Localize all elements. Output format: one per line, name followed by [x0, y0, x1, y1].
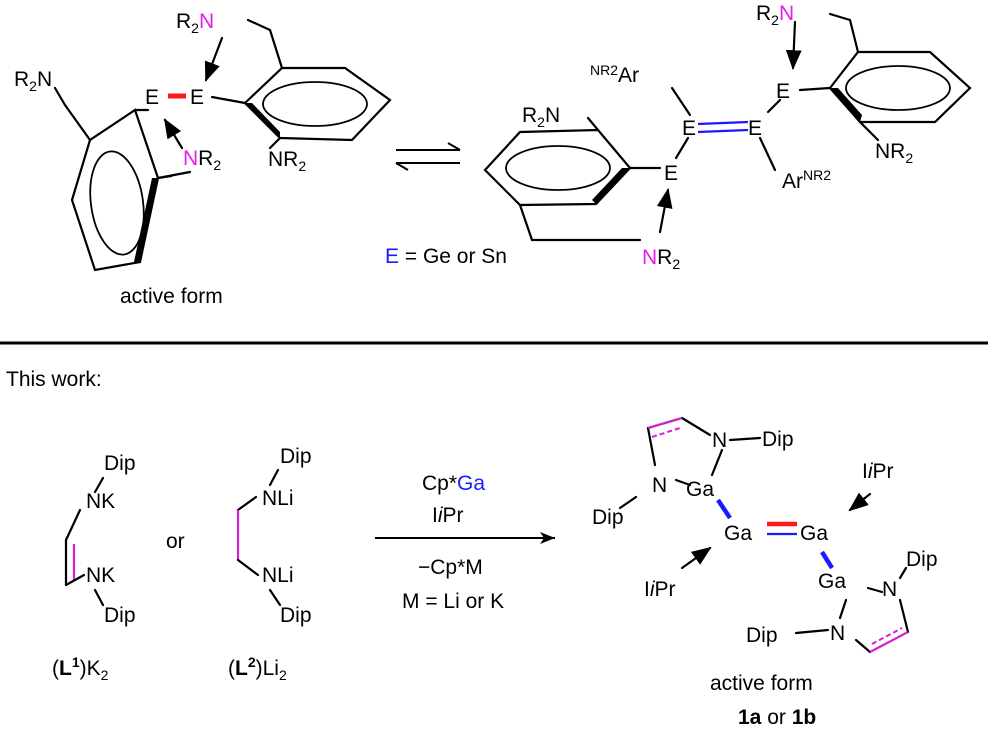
right-ring-aromatic-circle: [262, 81, 368, 127]
svg-text:Ga: Ga: [686, 478, 714, 501]
svg-text:NR2: NR2: [642, 246, 680, 272]
dimer-structure: R2N NR2Ar R2N E E E E NR2 ArNR2 NR2: [483, 2, 972, 272]
svg-text:N: N: [882, 578, 897, 601]
element-definition: E = Ge or Sn: [385, 245, 507, 268]
svg-text:R2N: R2N: [756, 2, 794, 28]
left-ring-aromatic-circle: [89, 150, 145, 256]
svg-text:Dip: Dip: [104, 452, 136, 475]
svg-text:NR2: NR2: [268, 148, 306, 174]
svg-text:NLi: NLi: [262, 487, 294, 510]
svg-text:R2N: R2N: [176, 10, 214, 36]
svg-text:IiPr: IiPr: [862, 460, 894, 483]
svg-text:Cp*Ga: Cp*Ga: [422, 472, 485, 495]
svg-text:N: N: [712, 429, 727, 452]
e-atom-1: E: [145, 86, 159, 109]
svg-text:E: E: [776, 80, 790, 103]
right-benzene-ring: [243, 66, 392, 142]
svg-text:ArNR2: ArNR2: [782, 167, 831, 193]
svg-text:NK: NK: [86, 564, 115, 587]
e-atom-2: E: [190, 86, 204, 109]
svg-text:Dip: Dip: [280, 445, 312, 468]
monomer-structure: R2N R2N E E NR2 NR2 active form: [14, 10, 392, 308]
or-connector: or: [166, 530, 185, 553]
svg-text:E: E: [664, 162, 678, 185]
svg-text:Dip: Dip: [906, 548, 938, 571]
right-ring-wedge: [245, 103, 280, 138]
svg-text:Dip: Dip: [592, 506, 624, 529]
svg-text:R2N: R2N: [14, 68, 52, 94]
svg-text:Dip: Dip: [762, 428, 794, 451]
svg-text:Dip: Dip: [104, 604, 136, 627]
svg-text:−Cp*M: −Cp*M: [418, 556, 483, 579]
product-structure: N Dip N Ga Dip IiPr Ga Ga IiPr Ga N Dip …: [592, 416, 938, 729]
svg-text:N: N: [830, 622, 845, 645]
svg-text:NLi: NLi: [262, 564, 294, 587]
svg-text:Dip: Dip: [746, 624, 778, 647]
svg-text:N: N: [652, 474, 667, 497]
svg-text:Ga: Ga: [724, 522, 752, 545]
svg-text:IiPr: IiPr: [644, 578, 676, 601]
product-label: 1a or 1b: [738, 706, 816, 729]
svg-text:E: E: [748, 117, 762, 140]
svg-text:IiPr: IiPr: [432, 504, 464, 527]
svg-text:NR2: NR2: [875, 140, 913, 166]
left-ring-wedge: [134, 178, 158, 262]
svg-text:R2N: R2N: [522, 104, 560, 130]
ligand-l1: Dip NK NK Dip (L1)K2: [52, 452, 136, 683]
this-work-heading: This work:: [6, 368, 102, 391]
svg-text:M = Li or K: M = Li or K: [402, 590, 504, 613]
equilibrium-arrows: [395, 142, 461, 171]
svg-text:E: E: [682, 117, 696, 140]
reaction-arrow: Cp*Ga IiPr −Cp*M M = Li or K: [375, 472, 555, 613]
svg-text:Dip: Dip: [280, 604, 312, 627]
svg-text:NR2: NR2: [183, 147, 221, 173]
svg-text:NR2Ar: NR2Ar: [590, 62, 639, 87]
monomer-caption: active form: [120, 285, 223, 308]
product-caption: active form: [710, 672, 813, 695]
svg-text:(L1)K2: (L1)K2: [52, 654, 109, 683]
ligand-l2: Dip NLi NLi Dip (L2)Li2: [228, 445, 312, 683]
svg-text:(L2)Li2: (L2)Li2: [228, 654, 287, 683]
svg-text:NK: NK: [86, 490, 115, 513]
svg-text:Ga: Ga: [800, 522, 828, 545]
svg-text:Ga: Ga: [818, 570, 846, 593]
